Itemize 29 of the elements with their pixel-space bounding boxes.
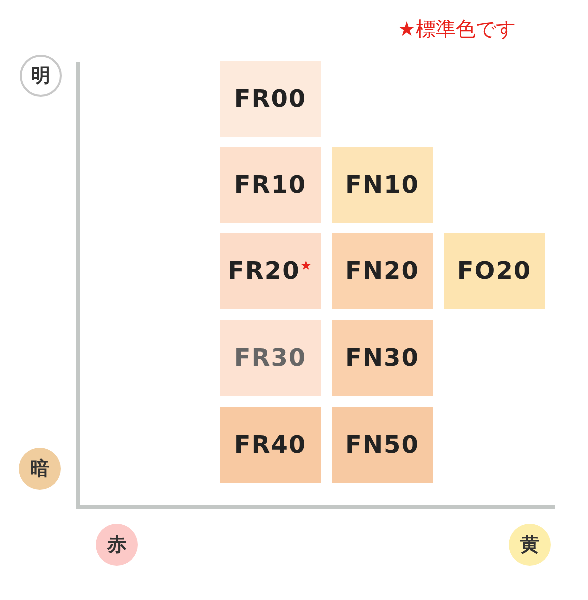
shade-swatch xyxy=(332,233,433,309)
shade-name: FN20 xyxy=(346,257,420,285)
shade-name: FR00 xyxy=(234,85,307,113)
shade-name: FR20$^{★}$ xyxy=(228,257,313,285)
shade-name: FN30 xyxy=(346,344,420,372)
shade-swatch xyxy=(220,147,321,223)
axis-circle xyxy=(509,524,551,566)
axis-label: 黄 xyxy=(520,533,540,558)
shade-swatch xyxy=(220,233,321,309)
shade-swatch xyxy=(220,61,321,137)
shade-swatch xyxy=(220,407,321,483)
shade-swatch xyxy=(444,233,545,309)
axis-circle xyxy=(19,448,61,490)
axis-circle xyxy=(20,55,62,97)
axis-label: 明 xyxy=(32,64,50,89)
shade-name: FN50 xyxy=(346,431,420,459)
shade-name: FR10 xyxy=(234,171,307,199)
shade-swatch xyxy=(332,147,433,223)
axis-label: 暗 xyxy=(30,457,50,482)
shade-name: FN10 xyxy=(346,171,420,199)
note-text: ★標準色です xyxy=(398,16,516,43)
axis-label: 赤 xyxy=(108,533,126,558)
shade-name: FO20 xyxy=(457,257,532,285)
shade-name: FR40 xyxy=(234,431,307,459)
shade-swatch xyxy=(332,407,433,483)
shade-name: FR30 xyxy=(234,344,307,372)
axis-circle xyxy=(96,524,138,566)
shade-swatch xyxy=(332,320,433,396)
shade-swatch xyxy=(220,320,321,396)
